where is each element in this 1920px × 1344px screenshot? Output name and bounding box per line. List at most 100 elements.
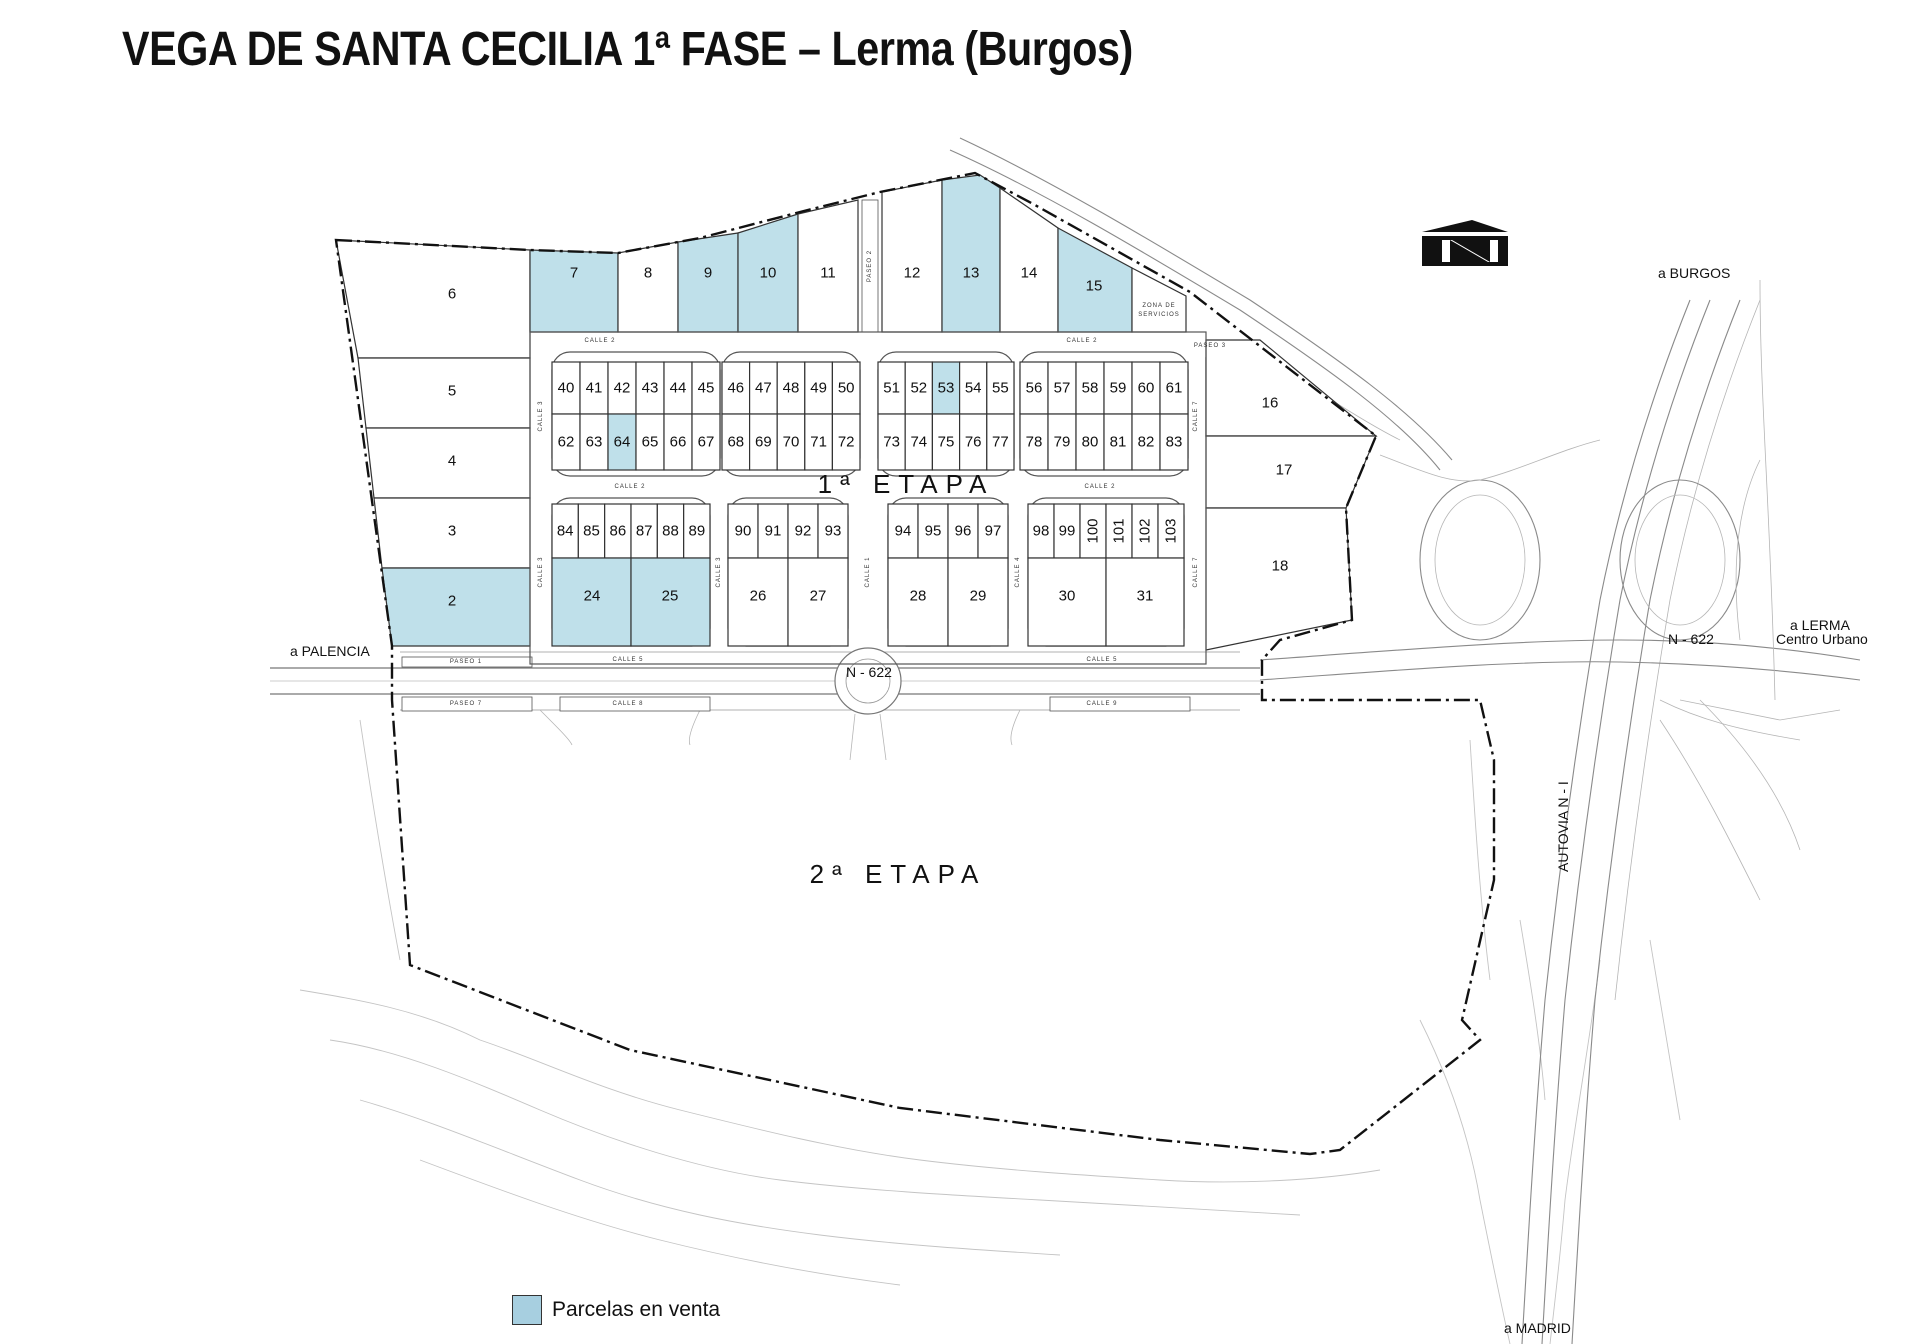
plot-63 — [579, 413, 609, 471]
plot-label-89: 89 — [688, 523, 705, 540]
plot-label-91: 91 — [765, 523, 782, 540]
plot-label-76: 76 — [965, 434, 982, 451]
svg-text:8: 8 — [644, 265, 652, 282]
plot-label-84: 84 — [557, 523, 574, 540]
plot-label-49: 49 — [810, 380, 827, 397]
svg-text:14: 14 — [1021, 265, 1038, 282]
plot-72 — [831, 413, 861, 471]
plot-label-96: 96 — [955, 523, 972, 540]
road-label-n622: N - 622 — [846, 664, 892, 680]
plot-56 — [1019, 361, 1049, 415]
zona-servicios-label-2: SERVICIOS — [1138, 312, 1180, 318]
map-title: VEGA DE SANTA CECILIA 1ª FASE – Lerma (B… — [122, 23, 1133, 76]
dest-burgos: a BURGOS — [1658, 265, 1730, 281]
plot-label-46: 46 — [727, 380, 744, 397]
plot-79 — [1047, 413, 1077, 471]
plot-label-62: 62 — [558, 434, 575, 451]
svg-text:CALLE 3: CALLE 3 — [716, 556, 722, 587]
dest-palencia: a PALENCIA — [290, 643, 371, 659]
plot-label-94: 94 — [895, 523, 912, 540]
plot-label-44: 44 — [670, 380, 687, 397]
plot-29 — [947, 557, 1009, 647]
svg-text:17: 17 — [1276, 462, 1293, 479]
street-labels: CALLE 2 CALLE 2 CALLE 2 CALLE 2 CALLE 5 … — [450, 250, 1225, 707]
plot-label-95: 95 — [925, 523, 942, 540]
stage1-label: 1ª ETAPA — [818, 469, 995, 499]
svg-text:3: 3 — [448, 523, 456, 540]
road-label-n622-right: N - 622 — [1668, 631, 1714, 647]
plot-8 — [617, 241, 679, 333]
plot-label-59: 59 — [1110, 380, 1127, 397]
svg-text:CALLE 5: CALLE 5 — [1086, 657, 1117, 663]
north-arrow-icon — [1422, 220, 1508, 266]
plot-102 — [1131, 503, 1159, 559]
plot-57 — [1047, 361, 1077, 415]
plot-label-77: 77 — [992, 434, 1009, 451]
plot-label-98: 98 — [1033, 523, 1050, 540]
plot-label-79: 79 — [1054, 434, 1071, 451]
plot-label-56: 56 — [1026, 380, 1043, 397]
plot-label-61: 61 — [1166, 380, 1183, 397]
plot-99 — [1053, 503, 1081, 559]
svg-text:2: 2 — [448, 593, 456, 610]
plot-12 — [881, 179, 943, 333]
plot-26 — [727, 557, 789, 647]
svg-text:CALLE 8: CALLE 8 — [612, 701, 643, 707]
plot-label-63: 63 — [586, 434, 603, 451]
plot-93 — [817, 503, 849, 559]
road-label-autovia: AUTOVIA N - I — [1555, 781, 1571, 872]
plot-25 — [630, 557, 711, 647]
stage2-label: 2ª ETAPA — [810, 859, 987, 889]
plot-62 — [551, 413, 581, 471]
svg-text:PASEO 7: PASEO 7 — [450, 701, 482, 707]
plot-label-72: 72 — [838, 434, 855, 451]
plot-14 — [999, 186, 1059, 333]
plot-92 — [787, 503, 819, 559]
plot-label-60: 60 — [1138, 380, 1155, 397]
svg-text:7: 7 — [570, 265, 578, 282]
svg-text:CALLE 2: CALLE 2 — [1066, 338, 1097, 344]
svg-text:CALLE 2: CALLE 2 — [584, 338, 615, 344]
svg-text:5: 5 — [448, 383, 456, 400]
svg-text:CALLE 5: CALLE 5 — [612, 657, 643, 663]
svg-text:CALLE 9: CALLE 9 — [1086, 701, 1117, 707]
plot-label-70: 70 — [783, 434, 800, 451]
plot-13 — [941, 174, 1001, 333]
plot-24 — [551, 557, 632, 647]
svg-text:18: 18 — [1272, 558, 1289, 575]
svg-text:4: 4 — [448, 453, 456, 470]
plot-label-52: 52 — [910, 380, 927, 397]
svg-text:10: 10 — [760, 265, 777, 282]
plot-label-54: 54 — [965, 380, 982, 397]
plot-55 — [986, 361, 1015, 415]
plot-94 — [887, 503, 919, 559]
plot-54 — [958, 361, 988, 415]
plot-67 — [691, 413, 721, 471]
plot-label-101: 101 — [1111, 518, 1128, 543]
plot-label-42: 42 — [614, 380, 631, 397]
plot-71 — [804, 413, 833, 471]
plot-label-45: 45 — [698, 380, 715, 397]
svg-text:27: 27 — [810, 588, 827, 605]
plot-label-99: 99 — [1059, 523, 1076, 540]
plot-6 — [335, 239, 531, 359]
svg-text:CALLE 2: CALLE 2 — [1084, 484, 1115, 490]
svg-text:28: 28 — [910, 588, 927, 605]
svg-text:25: 25 — [662, 588, 679, 605]
plot-45 — [691, 361, 721, 415]
plot-66 — [663, 413, 693, 471]
plot-label-55: 55 — [992, 380, 1009, 397]
boundary-line — [334, 171, 1496, 1156]
highway-interchange — [949, 137, 1861, 1344]
plot-label-78: 78 — [1026, 434, 1043, 451]
plot-label-53: 53 — [938, 380, 955, 397]
plot-labels: 6 5 4 3 2 7 8 9 10 11 12 13 14 15 16 17 … — [448, 265, 1293, 610]
plot-61 — [1159, 361, 1189, 415]
plot-70 — [776, 413, 806, 471]
plot-label-65: 65 — [642, 434, 659, 451]
legend: Parcelas en venta — [512, 1295, 720, 1325]
zona-servicios-label-1: ZONA DE — [1142, 303, 1175, 309]
svg-text:26: 26 — [750, 588, 767, 605]
svg-text:CALLE 7: CALLE 7 — [1193, 400, 1199, 431]
